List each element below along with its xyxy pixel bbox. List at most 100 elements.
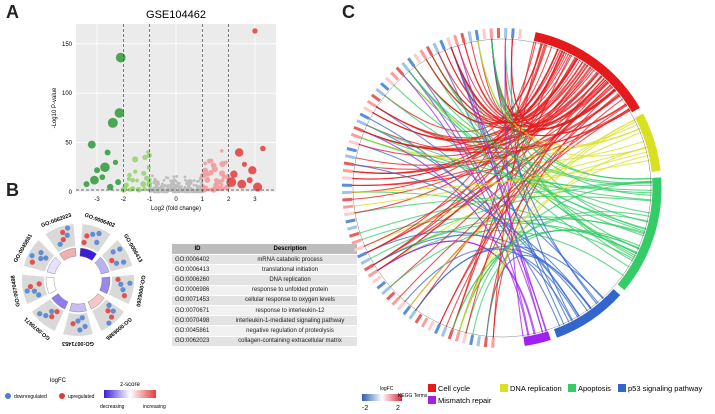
go-gene-dot: [90, 231, 96, 237]
table-cell-description: response to unfolded protein: [223, 285, 357, 296]
volcano-point: [107, 117, 118, 128]
go-gene-dot: [27, 283, 34, 290]
volcano-point: [208, 169, 214, 176]
table-cell-description: translational initiation: [223, 264, 357, 276]
go-zscore-bar: [94, 256, 110, 275]
chord-legend-term-label: Apoptosis: [578, 384, 611, 393]
go-circle-rings: GO:0006402GO:0006413GO:0006260GO:0006986…: [10, 213, 146, 346]
chord-gene-tick: [391, 296, 401, 306]
go-term-label: GO:0071453: [62, 340, 94, 346]
volcano-x-tick: 2: [227, 197, 231, 203]
go-gene-dot: [64, 232, 70, 238]
chord-ribbon: [362, 130, 652, 201]
go-gene-dot: [81, 239, 87, 246]
go-gene-dot: [38, 255, 44, 262]
chord-ribbon: [492, 43, 542, 338]
go-gene-dot: [106, 320, 112, 326]
volcano-point: [87, 140, 96, 149]
chord-gene-tick: [419, 49, 428, 60]
volcano-point: [199, 173, 206, 179]
volcano-point: [157, 190, 161, 194]
volcano-point: [157, 182, 161, 186]
go-ring-sector: [92, 299, 125, 331]
volcano-point: [248, 166, 257, 175]
chord-ribbon: [354, 61, 584, 214]
chord-ribbon: [408, 70, 630, 268]
chord-gene-tick: [461, 333, 468, 344]
go-gene-dot: [121, 293, 128, 299]
chord-gene-tick: [370, 93, 381, 102]
volcano-y-tick: 50: [65, 141, 72, 147]
chord-legend-swatch: [568, 384, 576, 392]
chord-gene-tick: [343, 211, 355, 217]
volcano-point: [207, 187, 212, 192]
chord-ribbon: [437, 52, 570, 323]
volcano-point: [184, 178, 187, 182]
chord-gene-tick: [396, 301, 406, 311]
table-cell-id: GO:0071453: [172, 295, 223, 306]
chord-gene-tick: [363, 106, 374, 114]
go-gene-dot: [121, 259, 127, 265]
chord-legend-term-label: p53 signaling pathway: [628, 384, 702, 393]
legend-logfc-title: logFC: [50, 378, 67, 384]
go-circle-plot: GO:0006402GO:0006413GO:0006260GO:0006986…: [10, 213, 146, 346]
volcano-point: [182, 188, 186, 192]
chord-gene-tick: [375, 87, 386, 97]
go-gene-dot: [82, 323, 88, 330]
table-cell-id: GO:0006986: [172, 285, 223, 296]
volcano-point: [183, 175, 187, 179]
chord-gene-tick: [414, 313, 423, 324]
volcano-point: [173, 190, 177, 194]
go-gene-dot: [105, 308, 111, 314]
chord-gene-tick: [402, 305, 412, 316]
go-gene-dot: [60, 229, 66, 236]
chord-ribbon: [408, 70, 544, 333]
chord-ribbon: [437, 52, 586, 124]
chord-gene-tick: [454, 331, 461, 342]
chord-gene-tick: [346, 147, 358, 153]
chord-ribbon: [353, 95, 621, 170]
chord-gene-tick: [420, 317, 429, 328]
go-gene-dot: [96, 230, 102, 237]
go-gene-dot: [94, 239, 100, 246]
chord-ribbon: [363, 64, 589, 247]
volcano-point: [164, 176, 168, 179]
volcano-point: [190, 190, 194, 194]
legend-zscore-title: z-score: [120, 382, 140, 388]
volcano-point: [176, 184, 180, 187]
go-gene-dot: [29, 253, 35, 259]
chord-gene-tick: [440, 326, 448, 337]
legend-down-dot: [5, 393, 11, 399]
chord-ribbon: [360, 123, 639, 161]
chord-gene-tick: [432, 42, 440, 53]
volcano-point: [175, 175, 179, 178]
chord-gene-tick: [395, 66, 405, 77]
chord-gene-tick: [401, 61, 410, 72]
chord-ribbon: [368, 118, 561, 327]
go-gene-dot: [36, 281, 42, 287]
volcano-point: [126, 177, 131, 181]
volcano-point: [219, 160, 226, 168]
volcano-point: [107, 183, 114, 191]
chord-gene-tick: [447, 329, 454, 340]
chord-gene-tick: [489, 28, 494, 39]
go-gene-dot: [109, 257, 115, 264]
volcano-point: [127, 172, 132, 178]
panel-letter-a: A: [6, 2, 19, 22]
chord-gene-tick: [363, 263, 375, 272]
volcano-point: [198, 189, 202, 193]
chord-legend-logfc-title: logFC: [380, 386, 394, 392]
chord-term-arc: [633, 112, 662, 173]
go-gene-dot: [108, 314, 115, 320]
volcano-point: [237, 179, 247, 189]
volcano-point: [220, 178, 225, 183]
volcano-point: [167, 185, 170, 189]
volcano-point: [132, 156, 139, 163]
kegg-chord-diagram: [341, 28, 663, 348]
